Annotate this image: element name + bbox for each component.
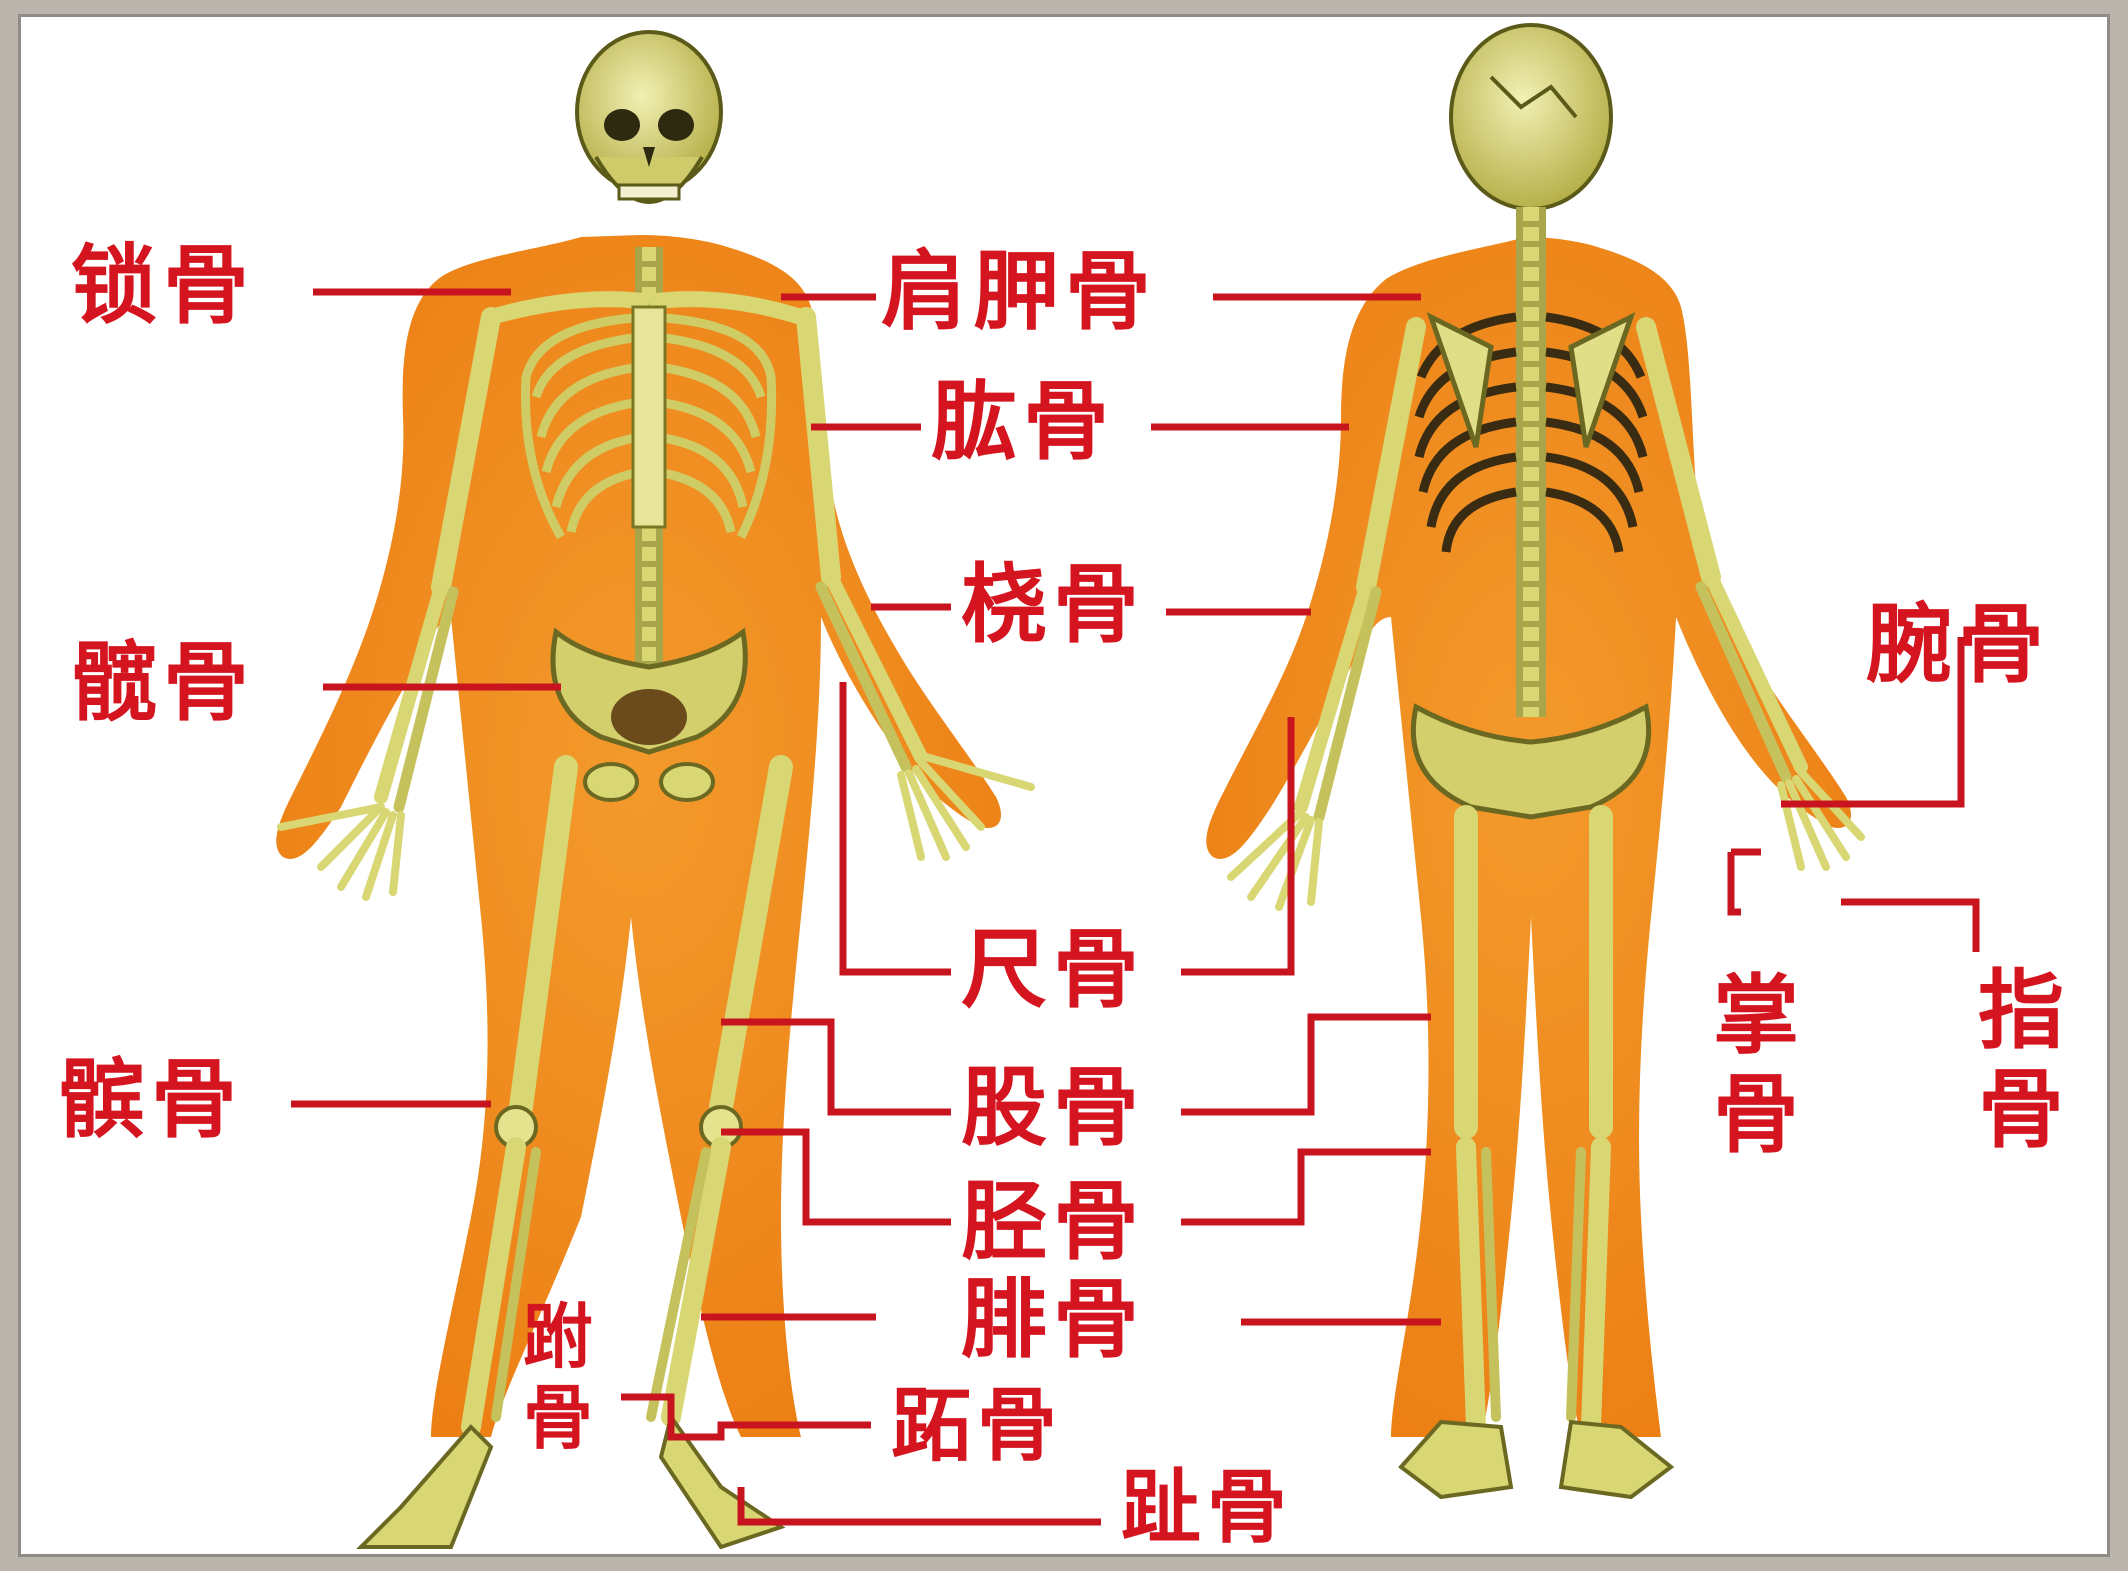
label-metatarsal: 跖骨 (891, 1385, 1063, 1465)
label-tibia: 胫骨 (961, 1179, 1145, 1265)
label-patella: 髌骨 (59, 1057, 243, 1143)
front-skull (577, 32, 721, 202)
label-hip: 髋骨 (71, 640, 255, 726)
label-metacarpal: 掌骨 (1711, 967, 1801, 1165)
label-tarsal: 跗骨 (513, 1297, 603, 1458)
label-phalanges-foot: 趾骨 (1121, 1467, 1293, 1547)
label-ulna: 尺骨 (961, 927, 1145, 1013)
label-carpal: 腕骨 (1866, 602, 2050, 688)
label-femur: 股骨 (961, 1065, 1145, 1151)
label-humerus: 肱骨 (931, 379, 1115, 465)
back-figure (1206, 25, 1861, 1497)
diagram-card: 锁骨 肩胛骨 肱骨 桡骨 腕骨 髋骨 尺骨 掌骨 指骨 髌骨 股骨 胫骨 跗骨 … (18, 14, 2110, 1557)
front-right-hand (901, 757, 1031, 857)
label-radius: 桡骨 (961, 562, 1145, 648)
label-fibula: 腓骨 (961, 1277, 1145, 1363)
label-phalanges-hand: 指骨 (1976, 962, 2066, 1160)
label-scapula: 肩胛骨 (881, 249, 1157, 335)
label-clavicle: 锁骨 (71, 243, 255, 329)
